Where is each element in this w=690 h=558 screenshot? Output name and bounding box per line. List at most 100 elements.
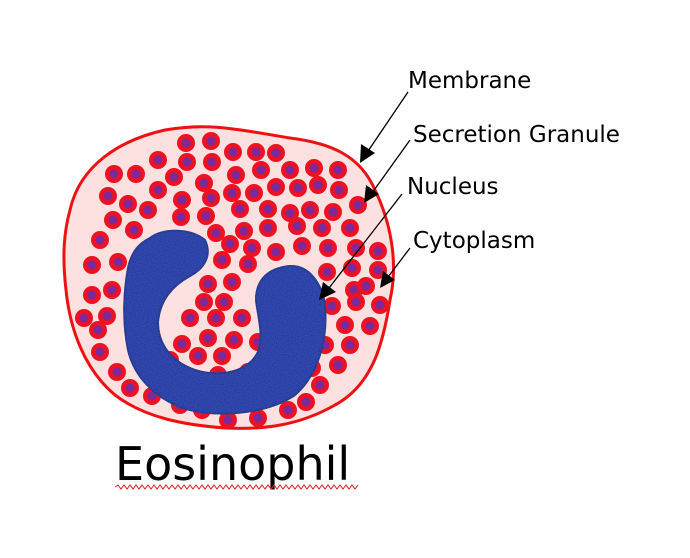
granule-core [223, 415, 233, 425]
granule-core [345, 340, 355, 350]
granule-core [285, 165, 295, 175]
granule-core [328, 207, 338, 217]
granule [336, 316, 354, 334]
granule-core [347, 263, 357, 273]
granule-core [375, 300, 385, 310]
granule-core [103, 191, 113, 201]
granule-core [333, 165, 343, 175]
granule [108, 363, 126, 381]
granule [349, 196, 367, 214]
granule-core [293, 183, 303, 193]
granule-core [203, 279, 213, 289]
granule-core [182, 157, 192, 167]
granule [259, 200, 277, 218]
granule [361, 317, 379, 335]
granule [301, 201, 319, 219]
granule [207, 224, 225, 242]
granule-core [79, 313, 89, 323]
granule-core [309, 163, 319, 173]
granule [165, 168, 183, 186]
granule-core [153, 185, 163, 195]
diagram-title: Eosinophil [115, 437, 350, 491]
granule [199, 275, 217, 293]
granule-core [297, 241, 307, 251]
granule-core [256, 165, 266, 175]
granule [213, 347, 231, 365]
granule [357, 277, 375, 295]
granule-core [315, 380, 325, 390]
granule-core [345, 223, 355, 233]
granule-core [203, 333, 213, 343]
granule [99, 187, 117, 205]
granule [83, 256, 101, 274]
granule-core [217, 255, 227, 265]
granule [223, 273, 241, 291]
granule-core [131, 169, 141, 179]
granule-core [147, 391, 157, 401]
granule [235, 222, 253, 240]
granule [233, 309, 251, 327]
granule [243, 239, 261, 257]
granule [267, 178, 285, 196]
granule [323, 297, 341, 315]
granule-core [249, 188, 259, 198]
granule [341, 336, 359, 354]
granule-core [322, 267, 332, 277]
granule-core [87, 290, 97, 300]
granule-core [327, 301, 337, 311]
nucleus-arrowhead [319, 282, 336, 300]
granule-core [227, 188, 237, 198]
granule-core [193, 351, 203, 361]
granule-core [153, 155, 163, 165]
nucleus-label: Nucleus [407, 174, 499, 200]
granule [173, 335, 191, 353]
granule [149, 151, 167, 169]
granule-core [373, 265, 383, 275]
granule [125, 221, 143, 239]
granule-core [253, 413, 263, 423]
granule [227, 166, 245, 184]
granule [195, 293, 213, 311]
granule-core [239, 226, 249, 236]
granule-core [201, 211, 211, 221]
granule [281, 161, 299, 179]
granule [127, 165, 145, 183]
granule-core [349, 285, 359, 295]
granule-core [237, 313, 247, 323]
cytoplasm-label: Cytoplasm [413, 228, 535, 254]
granule [178, 153, 196, 171]
granule [177, 134, 195, 152]
granule [207, 309, 225, 327]
granule-core [292, 221, 302, 231]
granule-core [251, 147, 261, 157]
granule-core [263, 204, 273, 214]
granule-core [263, 223, 273, 233]
granule [199, 329, 217, 347]
granule-core [283, 405, 293, 415]
granule-core [217, 351, 227, 361]
granule [213, 251, 231, 269]
granule-core [102, 311, 112, 321]
granule [202, 189, 220, 207]
granule [223, 184, 241, 202]
granule-core [365, 321, 375, 331]
granule-core [323, 243, 333, 253]
granule-core [113, 257, 123, 267]
granule [324, 203, 342, 221]
granule [149, 181, 167, 199]
secretion-granule-label: Secretion Granule [413, 122, 620, 148]
granule [195, 174, 213, 192]
granule-core [206, 136, 216, 146]
granule [252, 161, 270, 179]
granule [91, 343, 109, 361]
granule [219, 411, 237, 429]
granule [329, 356, 347, 374]
pointer-arrows [319, 91, 411, 300]
membrane-arrow [361, 91, 409, 161]
granule-core [211, 228, 221, 238]
granule-core [87, 260, 97, 270]
membrane-label: Membrane [408, 68, 531, 94]
granule [224, 143, 242, 161]
granule-core [235, 204, 245, 214]
